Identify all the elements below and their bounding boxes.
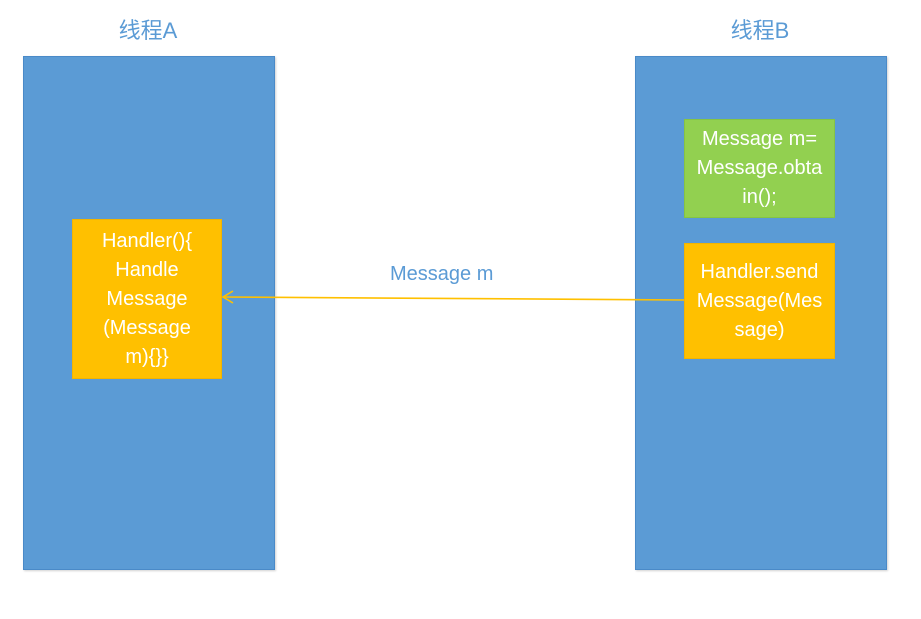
thread-b-title: 线程B: [730, 18, 790, 43]
message-arrow-label: Message m: [390, 263, 494, 285]
message-obtain-box: Message m= Message.obta in();: [684, 119, 835, 218]
message-arrow-line: [223, 296, 685, 301]
handler-send-message-box: Handler.send Message(Mes sage): [684, 243, 835, 359]
thread-a-title: 线程A: [118, 18, 178, 43]
handler-handle-message-box: Handler(){ Handle Message (Message m){}}: [72, 219, 222, 379]
